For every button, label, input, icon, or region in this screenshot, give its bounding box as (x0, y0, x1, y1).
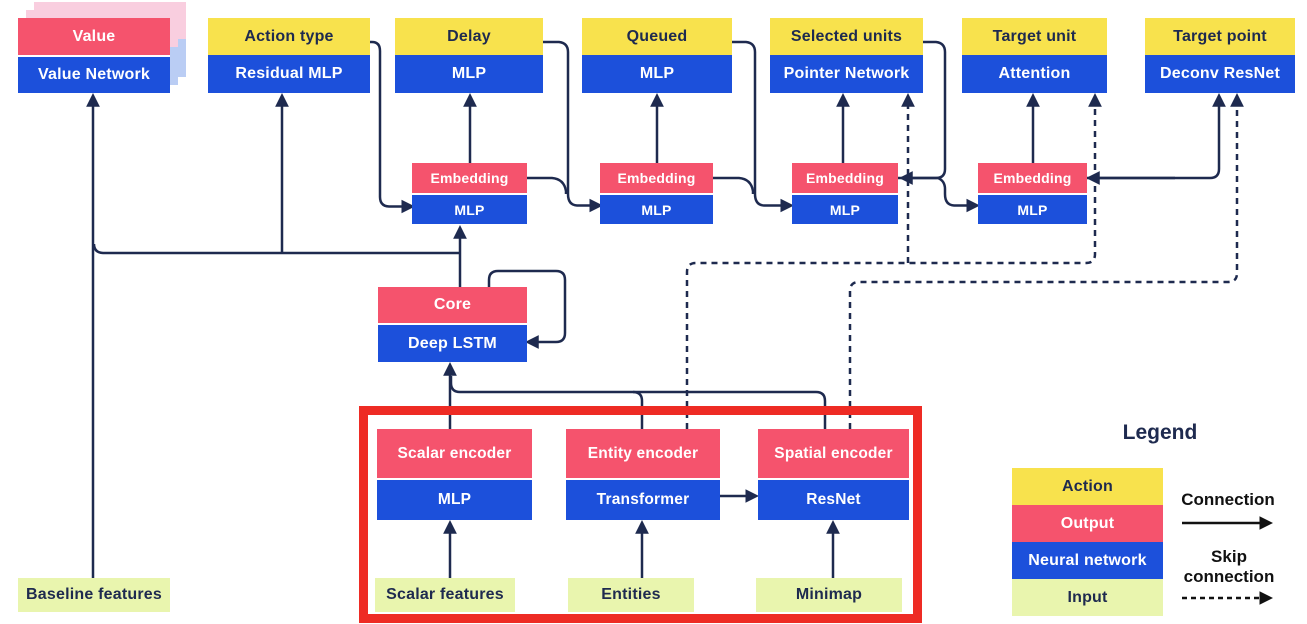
node-target_unit-bottom-label: Attention (962, 55, 1107, 93)
node-entity_encoder-top-label: Entity encoder (566, 429, 720, 478)
node-value-bottom-label: Value Network (18, 55, 170, 93)
legend-connection-label: Connection (1181, 490, 1275, 509)
node-queued-top-label: Queued (582, 18, 732, 55)
node-embedding1-bottom-label: MLP (412, 193, 527, 224)
node-scalar_encoder-bottom-label: MLP (377, 478, 532, 520)
node-core-top-label: Core (378, 287, 527, 323)
node-core-bottom-label: Deep LSTM (378, 323, 527, 362)
node-scalar_encoder-top-label: Scalar encoder (377, 429, 532, 478)
legend-title: Legend (1122, 421, 1198, 444)
edge-embedding1-to-embedding2 (527, 176, 568, 194)
legend-item-input: Input (1012, 579, 1163, 616)
edge-delay-to-embedding2 (543, 40, 603, 213)
highlight-rectangle (359, 406, 922, 623)
node-embedding4-top-label: Embedding (978, 163, 1087, 193)
node-embedding2-bottom-label: MLP (600, 193, 713, 224)
node-value-top-label: Value (18, 18, 170, 55)
node-embedding3-top-label: Embedding (792, 163, 898, 193)
node-selected_units-top-label: Selected units (770, 18, 923, 55)
legend-item-output: Output (1012, 505, 1163, 542)
input-node-minimap: Minimap (756, 578, 902, 612)
legend-item-neural_network: Neural network (1012, 542, 1163, 579)
input-node-scalar_features: Scalar features (375, 578, 515, 612)
edge-skip-entity-to-attention (685, 93, 1102, 429)
edge-skip-spatial-to-targetpoint (848, 93, 1244, 429)
node-embedding4-bottom-label: MLP (978, 193, 1087, 224)
node-spatial_encoder-top-label: Spatial encoder (758, 429, 909, 478)
node-embedding2-top-label: Embedding (600, 163, 713, 193)
node-embedding3-bottom-label: MLP (792, 193, 898, 224)
node-embedding1-top-label: Embedding (412, 163, 527, 193)
node-delay-bottom-label: MLP (395, 55, 543, 93)
node-queued-bottom-label: MLP (582, 55, 732, 93)
legend-item-action: Action (1012, 468, 1163, 505)
legend-skip-label: Skip connection (1183, 547, 1275, 587)
edge-embedding3-to-embedding4 (898, 176, 980, 213)
edge-embedding4-to-targetpoint (1087, 93, 1226, 180)
node-spatial_encoder-bottom-label: ResNet (758, 478, 909, 520)
node-action_type-bottom-label: Residual MLP (208, 55, 370, 93)
node-target_point-top-label: Target point (1145, 18, 1295, 55)
node-entity_encoder-bottom-label: Transformer (566, 478, 720, 520)
input-node-entities: Entities (568, 578, 694, 612)
edge-actiontype-to-embedding1 (370, 40, 415, 214)
node-target_unit-top-label: Target unit (962, 18, 1107, 55)
node-selected_units-bottom-label: Pointer Network (770, 55, 923, 93)
edge-core-output-left (92, 243, 460, 255)
edge-core-recurrent-loop (487, 269, 567, 349)
node-action_type-top-label: Action type (208, 18, 370, 55)
edge-entity-collector-join (632, 390, 644, 429)
edge-queued-to-embedding3 (732, 40, 794, 213)
node-target_point-bottom-label: Deconv ResNet (1145, 55, 1295, 93)
edge-embedding2-to-embedding3 (713, 176, 755, 194)
node-delay-top-label: Delay (395, 18, 543, 55)
input-node-baseline_features: Baseline features (18, 578, 170, 612)
